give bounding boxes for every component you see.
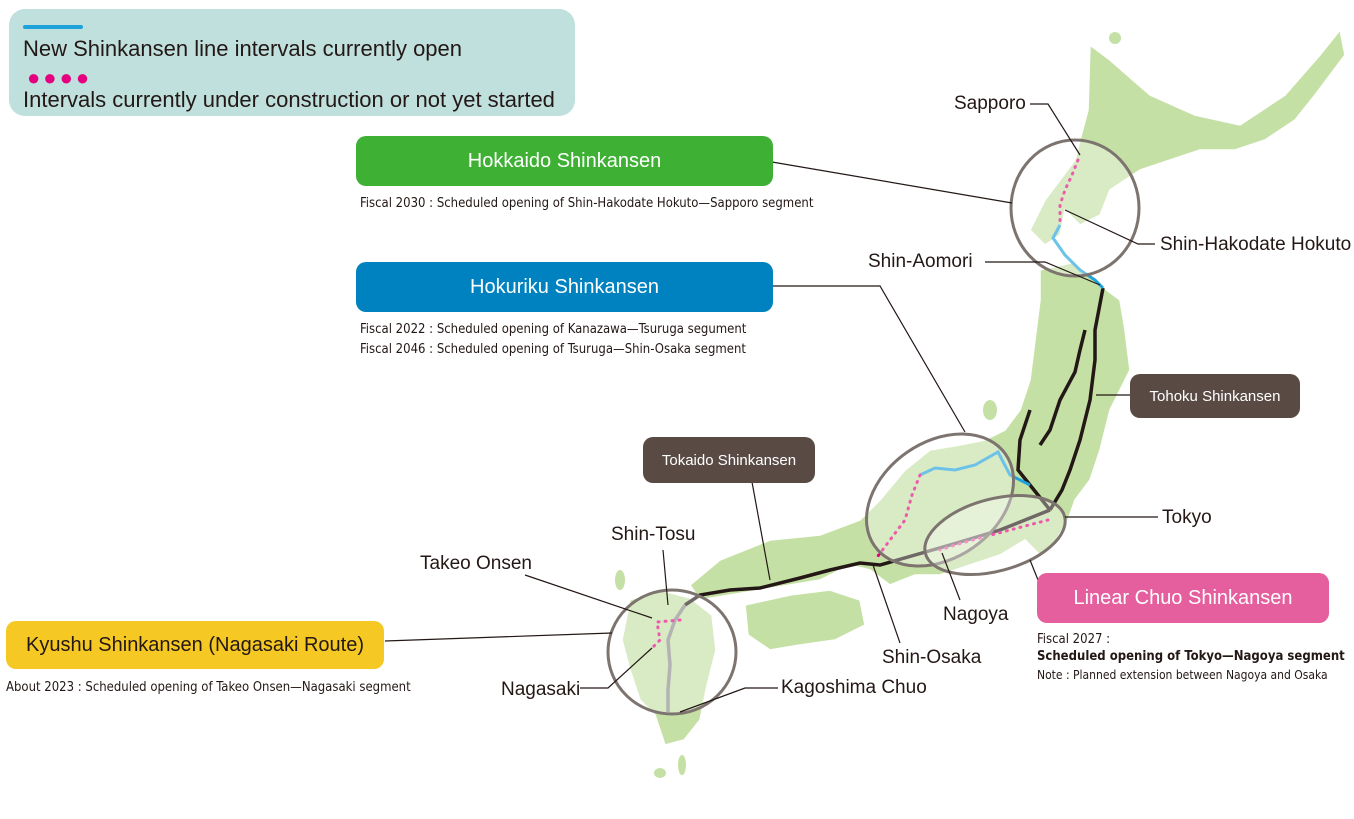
takeo-onsen-leader <box>524 574 653 619</box>
open-line-swatch <box>23 25 83 29</box>
hokkaido-note: Fiscal 2030 : Scheduled opening of Shin-… <box>360 196 814 211</box>
city-label-shin-aomori: Shin-Aomori <box>868 251 973 272</box>
linear-chuo-note-1: Fiscal 2027 : <box>1037 632 1111 647</box>
linear-chuo-note-2: Scheduled opening of Tokyo—Nagoya segmen… <box>1037 649 1345 664</box>
hokuriku-note-1: Fiscal 2022 : Scheduled opening of Kanaz… <box>360 322 747 337</box>
kyushu-main-line <box>666 604 687 712</box>
hokkaido-callout-leader <box>771 161 1013 204</box>
kyushu-note: About 2023 : Scheduled opening of Takeo … <box>6 680 411 695</box>
city-label-shin-hakodate-hokuto: Shin-Hakodate Hokuto <box>1160 234 1352 255</box>
hokkaido-highlight-circle <box>1009 138 1141 278</box>
yakushima-island <box>654 768 666 778</box>
hokkaido-planned-segment <box>1058 158 1080 227</box>
shin-tosu-leader <box>662 549 669 606</box>
city-label-tokyo: Tokyo <box>1162 507 1212 528</box>
tohoku-branch-line <box>1016 329 1087 512</box>
honshu-island <box>689 261 1131 601</box>
kyushu-highlight-circle <box>606 588 738 716</box>
tohoku-shinkansen-label: Tohoku Shinkansen <box>1130 374 1300 418</box>
tokaido-sanyo-line <box>684 508 1051 607</box>
shin-osaka-leader <box>872 564 901 644</box>
hokuriku-highlight-circle <box>865 432 1015 568</box>
hokuriku-note-2: Fiscal 2046 : Scheduled opening of Tsuru… <box>360 342 746 357</box>
city-label-takeo-onsen: Takeo Onsen <box>420 553 532 574</box>
hokuriku-open-segment <box>919 449 1031 487</box>
planned-line-legend-label: Intervals currently under construction o… <box>23 87 555 112</box>
leader-lines <box>384 103 1158 713</box>
kyushu-shinkansen-label: Kyushu Shinkansen (Nagasaki Route) <box>6 621 384 669</box>
legend-box: New Shinkansen line intervals currently … <box>9 9 575 116</box>
tohoku-shinkansen-line <box>1048 287 1105 511</box>
shikoku-island <box>744 589 866 651</box>
linear-chuo-planned-segment <box>938 518 1050 552</box>
planned-line-swatch: ●●●● <box>27 65 93 90</box>
sado-island <box>983 400 997 420</box>
tokaido-shinkansen-label: Tokaido Shinkansen <box>643 437 815 483</box>
tokaido-callout-leader <box>751 481 771 581</box>
linear-chuo-note-3: Note : Planned extension between Nagoya … <box>1037 668 1328 682</box>
linear-chuo-shinkansen-label: Linear Chuo Shinkansen <box>1037 573 1329 623</box>
shin-hakodate-leader <box>1064 209 1155 245</box>
kyushu-planned-segment <box>648 618 682 652</box>
city-label-sapporo: Sapporo <box>954 93 1026 114</box>
hokuriku-callout-leader <box>772 285 966 433</box>
tanegashima-island <box>678 755 686 775</box>
tsushima-island <box>615 570 625 590</box>
hokuriku-planned-segment <box>873 473 922 562</box>
city-label-kagoshima-chuo: Kagoshima Chuo <box>781 677 927 698</box>
city-label-nagoya: Nagoya <box>943 604 1009 625</box>
linear-chuo-highlight-circle <box>923 494 1067 576</box>
city-label-shin-tosu: Shin-Tosu <box>611 524 696 545</box>
hokkaido-shinkansen-label: Hokkaido Shinkansen <box>356 136 773 186</box>
sapporo-leader <box>1030 103 1081 156</box>
kagoshima-leader <box>679 687 778 713</box>
nagoya-leader <box>941 552 961 601</box>
shin-aomori-leader <box>985 261 1101 286</box>
hokuriku-shinkansen-label: Hokuriku Shinkansen <box>356 262 773 312</box>
city-label-nagasaki: Nagasaki <box>501 679 581 700</box>
city-label-shin-osaka: Shin-Osaka <box>882 647 982 668</box>
nagasaki-leader <box>580 647 653 689</box>
hokkaido-island <box>1029 28 1346 246</box>
open-line-legend-label: New Shinkansen line intervals currently … <box>23 36 463 61</box>
hokkaido-open-segment <box>1051 224 1105 290</box>
kyushu-callout-leader <box>384 632 613 642</box>
rishiri-island <box>1109 32 1121 44</box>
